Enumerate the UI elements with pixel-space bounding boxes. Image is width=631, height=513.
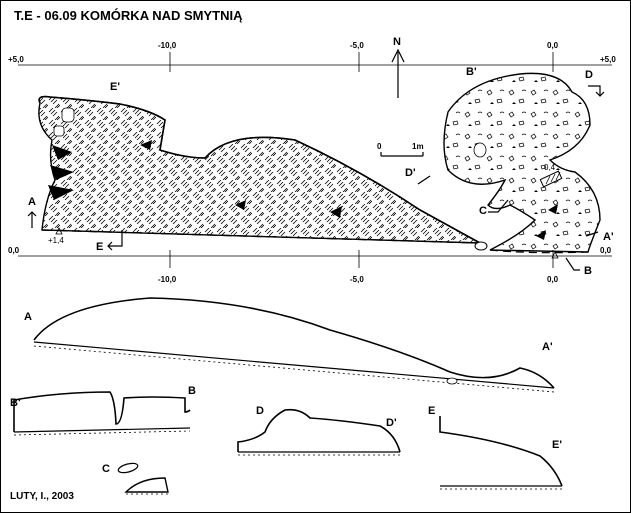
- grid-y-left-top: +5,0: [8, 55, 24, 64]
- plan-label-c: C: [479, 205, 487, 217]
- right-chamber-plan: [443, 72, 601, 254]
- north-label: N: [393, 36, 401, 48]
- grid-x-top-1: -10,0: [158, 41, 177, 50]
- grid-x-bottom-2: -5,0: [350, 275, 364, 284]
- profile-d-d-prime: [237, 408, 401, 456]
- profile-label-b: B: [188, 385, 196, 397]
- grid: [18, 52, 612, 268]
- profile-a-a-prime: [33, 297, 555, 393]
- plan-label-a: A: [28, 196, 36, 208]
- profile-label-b-prime: B': [10, 397, 21, 409]
- main-chamber-plan: [38, 95, 488, 251]
- profile-label-d: D: [256, 405, 264, 417]
- grid-x-top-3: 0,0: [547, 41, 559, 50]
- profile-label-e: E: [428, 405, 435, 417]
- plan-label-b-prime: B': [466, 66, 477, 78]
- plan-label-b: B: [584, 265, 592, 277]
- plan-label-e-prime: E': [110, 81, 120, 93]
- plan-label-a-prime: A': [603, 231, 614, 243]
- profile-label-a: A: [24, 311, 32, 323]
- profile-label-e-prime: E': [552, 439, 562, 451]
- plan-label-e: E: [96, 241, 103, 253]
- author-credit: LUTY, I., 2003: [10, 491, 74, 502]
- profile-label-d-prime: D': [386, 417, 397, 429]
- section-markers: [27, 85, 605, 271]
- profile-label-a-prime: A': [542, 341, 553, 353]
- plan-label-d-prime: D': [405, 167, 416, 179]
- plan-height-entrance: +1,4: [48, 236, 64, 245]
- map-title: T.E - 06.09 KOMÓRKA NAD SMYTNIĄ: [14, 8, 243, 23]
- profile-c: [117, 462, 169, 495]
- grid-x-top-2: -5,0: [350, 41, 364, 50]
- grid-y-right-top: +5,0: [600, 55, 616, 64]
- grid-y-right-bottom: 0,0: [600, 246, 612, 255]
- profile-e-e-prime: [439, 416, 563, 490]
- grid-y-left-bottom: 0,0: [8, 246, 20, 255]
- north-arrow-icon: [391, 48, 405, 98]
- plan-label-d: D: [585, 69, 593, 81]
- plan-height-passage: 0,4: [544, 163, 556, 172]
- profile-b-prime-b: [13, 391, 191, 436]
- scale-one: 1m: [412, 142, 424, 151]
- scale-bar: [380, 152, 424, 157]
- grid-x-bottom-3: 0,0: [547, 275, 559, 284]
- grid-x-bottom-1: -10,0: [158, 275, 177, 284]
- profile-label-c: C: [102, 463, 110, 475]
- scale-zero: 0: [377, 142, 382, 151]
